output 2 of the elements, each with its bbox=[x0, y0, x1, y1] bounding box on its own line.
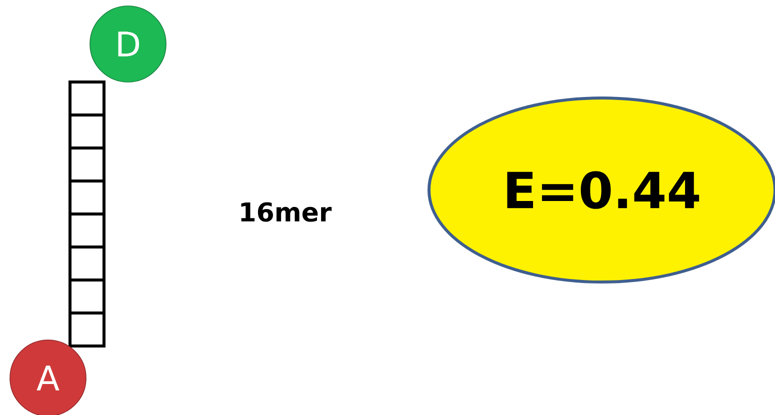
length-label: 16mer bbox=[241, 202, 332, 222]
letter-ball: D bbox=[90, 6, 166, 82]
